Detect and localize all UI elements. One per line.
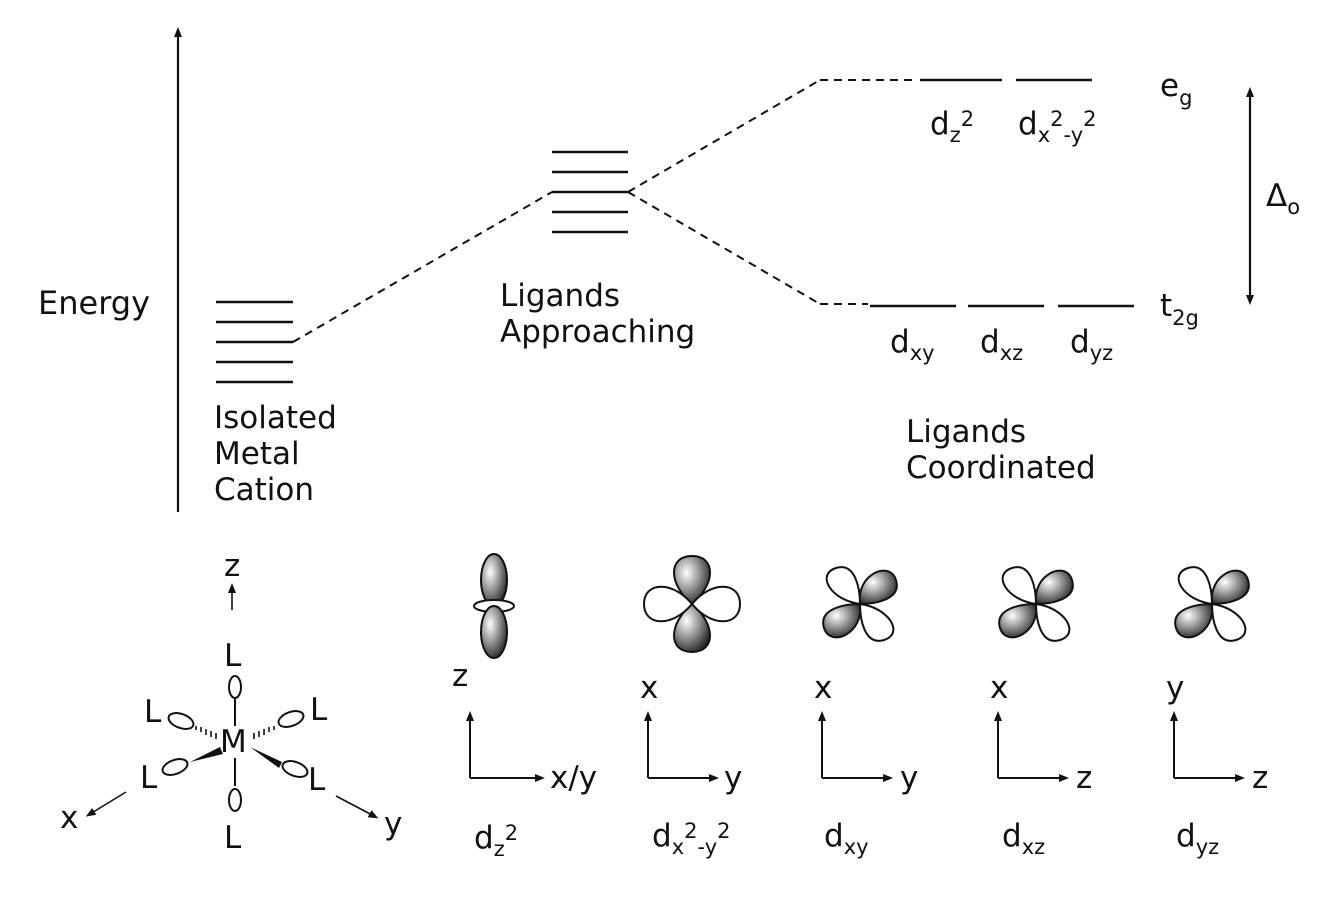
orbital-panel-dx2y2: x y dx2-y2 <box>640 554 742 859</box>
dz2-lobe-bottom <box>480 605 508 659</box>
ligand-lobe-top <box>228 675 242 699</box>
dyz-lobe <box>1174 602 1214 639</box>
t2g-orbital-label-dxz: dxz <box>980 324 1023 365</box>
panel-dxz-horizontal-label: z <box>1076 760 1092 796</box>
ligand-lower-left-label: L <box>140 760 158 796</box>
metal-center: M <box>220 724 247 760</box>
ligand-lobe-upper-right <box>277 710 305 728</box>
dx2y2-lobe-bottom <box>673 602 711 654</box>
panel-dx2y2-name: dx2-y2 <box>652 818 731 859</box>
panel-dyz-name: dyz <box>1176 818 1219 859</box>
orbital-panel-dxz: x z dxz <box>990 566 1092 859</box>
panel-dyz-horizontal-label: z <box>1252 760 1268 796</box>
ligand-lower-right-label: L <box>308 762 326 798</box>
dx2y2-lobe-left <box>642 585 694 623</box>
dyz-lobe <box>1210 569 1250 606</box>
octa-axis-y-arrow <box>335 795 379 819</box>
approaching-levels <box>552 150 628 234</box>
ligand-lobe-lower-left <box>161 758 189 776</box>
ligand-top-label: L <box>224 638 242 674</box>
isolated-levels <box>216 300 293 384</box>
panel-dxy-vertical-label: x <box>814 670 832 706</box>
panel-dz2-horizontal-label: x/y <box>550 760 597 796</box>
dxy-lobe <box>822 602 862 639</box>
panel-dyz-vertical-label: y <box>1166 670 1184 706</box>
eg-orbital-label-dz2: dz2 <box>930 106 974 147</box>
octahedral-complex: z L M L L L L L <box>60 548 402 856</box>
dz2-lobe-top <box>480 553 508 607</box>
ligand-lobe-bottom <box>228 788 242 812</box>
ligand-lobe-upper-left <box>167 712 195 730</box>
ligand-upper-left-label: L <box>144 694 162 730</box>
panel-dxy-name: dxy <box>824 818 869 859</box>
dx2y2-lobe-right <box>690 585 742 623</box>
energy-diagram: Energy Isolated Metal Cation Ligands App… <box>38 27 1300 512</box>
dxz-lobe <box>998 602 1038 639</box>
dx2y2-lobe-top <box>673 554 711 606</box>
orbital-panel-dxy: x y dxy <box>814 566 918 859</box>
isolated-label: Isolated Metal Cation <box>214 400 347 508</box>
panel-dz2-vertical-label: z <box>452 658 468 694</box>
panel-dz2-name: dz2 <box>474 820 518 861</box>
orbital-panel-dz2: z x/y dz2 <box>452 553 597 861</box>
dxy-lobe <box>858 602 895 642</box>
ligand-lobe-lower-right <box>281 760 309 778</box>
coordinated-label: Ligands Coordinated <box>906 414 1096 486</box>
dxy-lobe <box>858 569 898 606</box>
eg-orbital-label-dx2y2: dx2-y2 <box>1018 106 1097 147</box>
energy-axis-label: Energy <box>38 284 150 322</box>
octa-axis-x-label: x <box>60 800 78 836</box>
panel-dxz-name: dxz <box>1002 818 1045 859</box>
dxz-lobe <box>1034 569 1074 606</box>
t2g-label: t2g <box>1160 288 1199 330</box>
t2g-orbital-label-dxy: dxy <box>890 324 935 365</box>
orbital-panel-dyz: y z dyz <box>1166 566 1268 859</box>
t2g-orbital-label-dyz: dyz <box>1070 324 1113 365</box>
panel-dx2y2-horizontal-label: y <box>724 760 742 796</box>
dashed-connectors <box>292 79 918 343</box>
octa-axis-x-arrow <box>85 791 127 817</box>
approaching-label: Ligands Approaching <box>500 278 695 350</box>
panel-dxz-vertical-label: x <box>990 670 1008 706</box>
delta-o-label: Δo <box>1266 178 1300 219</box>
dyz-lobe <box>1210 602 1247 642</box>
dxy-lobe <box>825 566 862 606</box>
octa-axis-z-label: z <box>224 548 240 584</box>
panel-dxy-horizontal-label: y <box>900 760 918 796</box>
panel-dx2y2-vertical-label: x <box>640 670 658 706</box>
octa-axis-y-label: y <box>384 806 402 842</box>
ligand-upper-right-label: L <box>310 692 328 728</box>
eg-label: eg <box>1160 68 1192 110</box>
dxz-lobe <box>1001 566 1038 606</box>
dxz-lobe <box>1034 602 1071 642</box>
ligand-bottom-label: L <box>224 820 242 856</box>
dyz-lobe <box>1177 566 1214 606</box>
